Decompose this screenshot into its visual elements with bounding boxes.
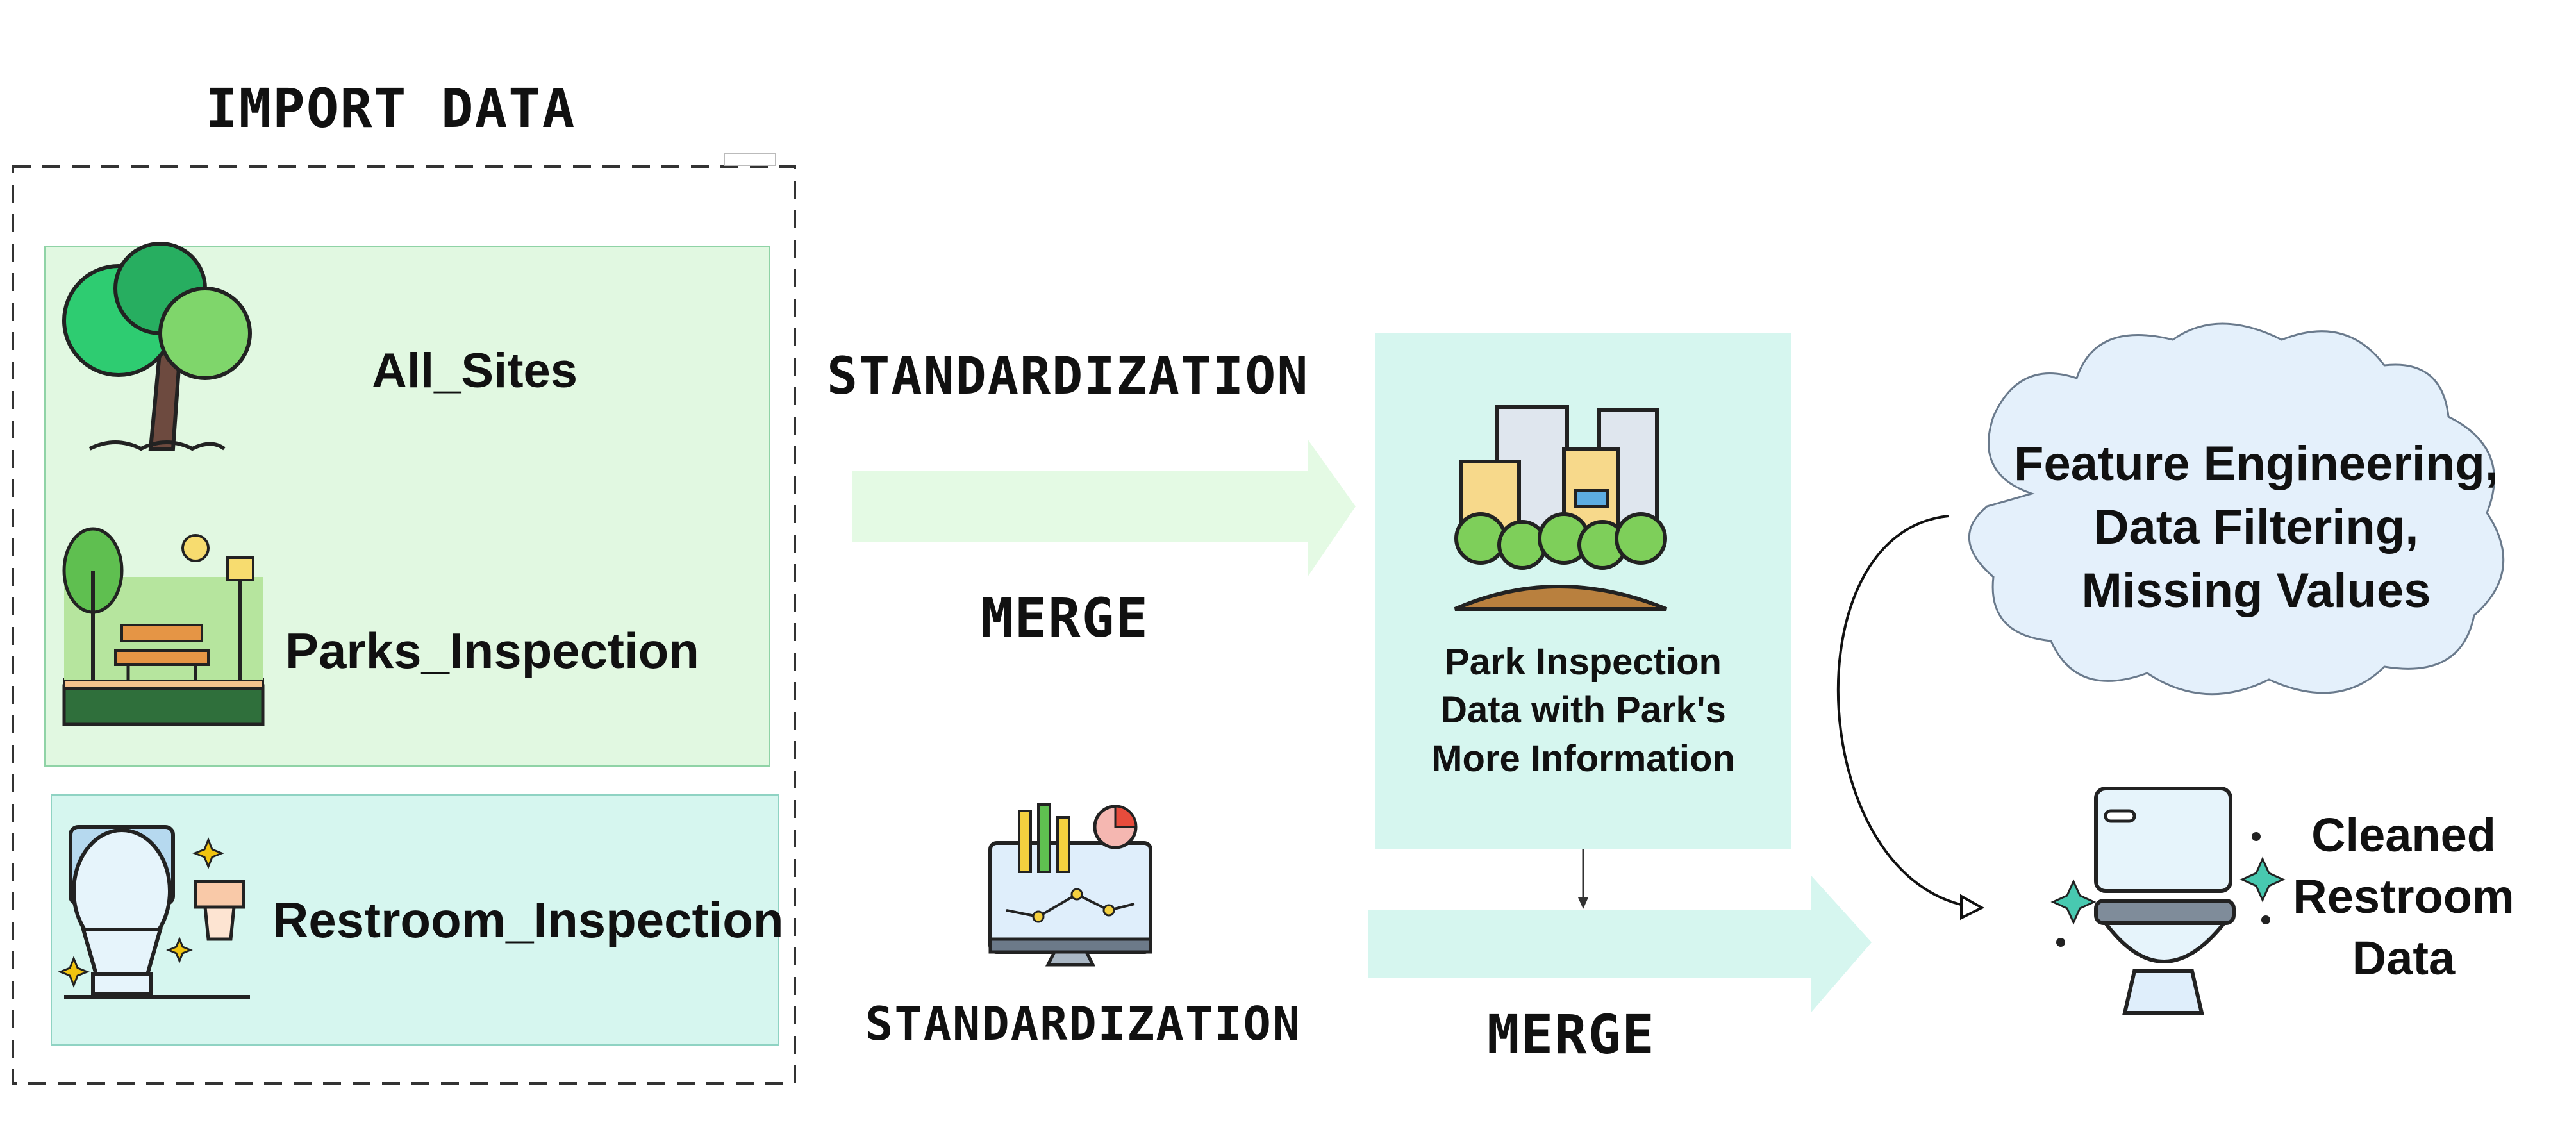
upper-standardization-label: STANDARDIZATION [827, 346, 1309, 406]
processing-cloud [1968, 322, 2505, 696]
source-parks-inspection: Parks_Inspection [285, 622, 699, 679]
output-line-3: Data [2352, 931, 2456, 985]
restroom-panel [51, 794, 779, 1046]
toilet-icon [57, 825, 250, 999]
merged-line-1: Park Inspection [1445, 641, 1722, 683]
city-icon [1454, 405, 1668, 611]
processing-line-2: Data Filtering, [2093, 499, 2419, 554]
import-tab [724, 153, 776, 166]
output-line-1: Cleaned [2311, 808, 2496, 862]
curved-arrow-head [1960, 894, 1985, 921]
processing-label: Feature Engineering, Data Filtering, Mis… [1993, 433, 2519, 622]
import-title: IMPORT DATA [205, 77, 576, 140]
park-icon [62, 527, 265, 726]
processing-line-3: Missing Values [2081, 563, 2431, 618]
curved-arrow [1836, 515, 1975, 908]
upper-merge-label: MERGE [981, 587, 1149, 649]
monitor-icon [988, 803, 1152, 967]
merged-line-3: More Information [1431, 737, 1735, 780]
lower-merge-label: MERGE [1487, 1003, 1656, 1066]
processing-line-1: Feature Engineering, [2014, 437, 2498, 491]
connector-head [1578, 897, 1588, 909]
merged-data-label: Park Inspection Data with Park's More In… [1375, 638, 1791, 783]
lower-standardization-label: STANDARDIZATION [865, 997, 1302, 1051]
tree-icon [62, 242, 252, 451]
merged-line-2: Data with Park's [1440, 689, 1726, 731]
source-all-sites: All_Sites [372, 344, 578, 398]
source-restroom-inspection: Restroom_Inspection [272, 892, 784, 948]
output-line-2: Restroom [2293, 870, 2514, 924]
import-container [12, 165, 796, 1085]
output-label: Cleaned Restroom Data [2269, 805, 2538, 990]
clean-toilet-icon [2050, 787, 2286, 1015]
lower-arrow [1368, 875, 1872, 1013]
upper-arrow [852, 439, 1356, 577]
